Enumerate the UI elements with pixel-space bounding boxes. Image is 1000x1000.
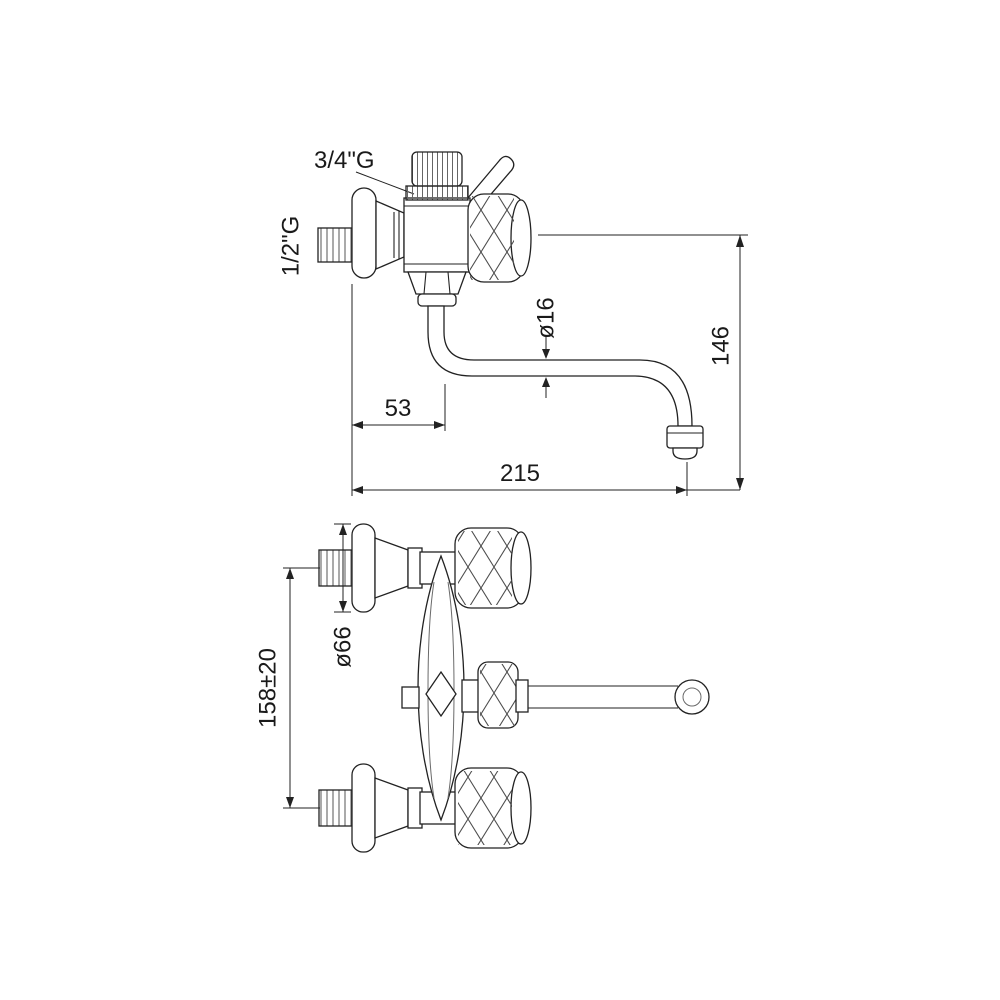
inlet-thread-label: 1/2"G xyxy=(278,216,305,277)
offset-label: 53 xyxy=(385,395,412,422)
centres-distance-label: 158±20 xyxy=(255,648,282,728)
side-view: ø16 146 53 215 3/4"G 1/2 xyxy=(278,147,748,496)
handle-knob-side xyxy=(467,193,532,283)
valve-body xyxy=(403,197,471,273)
front-spout-connector xyxy=(461,661,529,729)
dim-reach-215: 215 xyxy=(352,460,740,496)
aerator xyxy=(666,425,704,460)
front-left-stub xyxy=(401,686,420,709)
height-label: 146 xyxy=(708,326,735,366)
escutcheon-cone xyxy=(375,200,405,270)
dim-offset-53: 53 xyxy=(351,284,446,496)
reach-label: 215 xyxy=(500,460,540,487)
handle-knob-front-top xyxy=(454,527,532,609)
spout xyxy=(427,305,693,427)
front-bottom-inlet xyxy=(318,763,461,853)
handle-knob-front-bottom xyxy=(454,767,532,849)
spout-nut xyxy=(407,271,467,307)
rosette-diameter-label: ø66 xyxy=(330,626,357,667)
top-thread-leader-line xyxy=(355,171,415,195)
front-view: ø66 158±20 xyxy=(255,523,710,853)
dim-rosette-diameter: ø66 xyxy=(330,523,357,668)
front-spout xyxy=(528,679,710,715)
top-cap-connector xyxy=(405,151,469,201)
top-thread-label: 3/4"G xyxy=(314,147,375,174)
wall-nipple xyxy=(317,227,354,263)
rosette-flange xyxy=(351,187,377,279)
front-centre-diamond xyxy=(425,670,457,718)
dim-centres-distance: 158±20 xyxy=(255,567,320,809)
dim-height-146: 146 xyxy=(538,234,748,490)
dim-spout-diameter: ø16 xyxy=(533,297,560,398)
spout-diameter-label: ø16 xyxy=(533,297,560,338)
